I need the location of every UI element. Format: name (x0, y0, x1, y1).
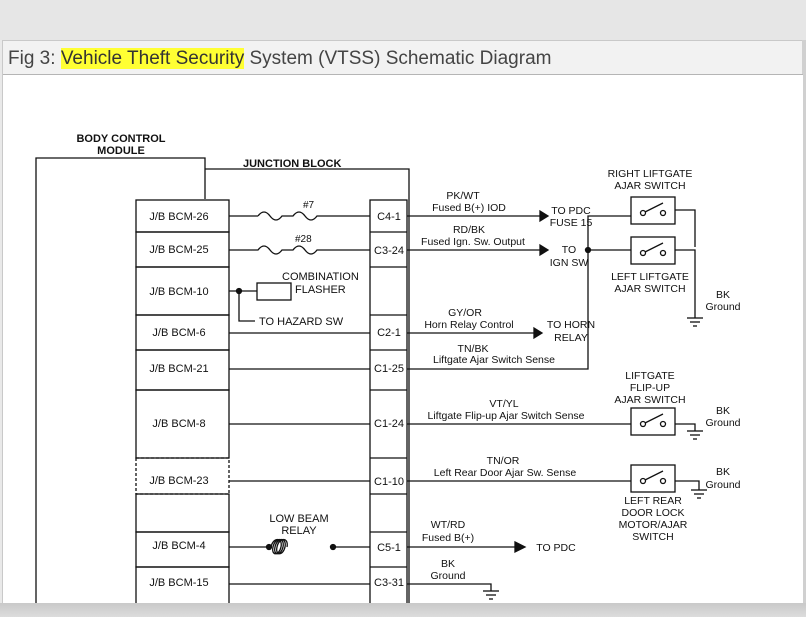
external-wires: PK/WT Fused B(+) IOD TO PDC FUSE 15 RD/B… (407, 190, 631, 600)
bcm-pin-21: J/B BCM-21 (149, 363, 208, 375)
left-liftgate-label-1: LEFT LIFTGATE (611, 271, 689, 283)
wire-tnbk-color: TN/BK (458, 343, 489, 355)
jb-pin-c1-10: C1-10 (374, 476, 404, 488)
wire-wtrd-desc: Fused B(+) (422, 532, 474, 544)
left-liftgate-label-2: AJAR SWITCH (614, 283, 685, 295)
door-switch-label-4: SWITCH (632, 531, 673, 543)
wire-rdbk-desc: Fused Ign. Sw. Output (421, 236, 525, 248)
wire-tnbk-desc: Liftgate Ajar Switch Sense (433, 354, 555, 366)
right-liftgate-label-2: AJAR SWITCH (614, 180, 685, 192)
door-switch-label-3: MOTOR/AJAR (619, 519, 688, 531)
fuse-28-label: #28 (295, 234, 312, 245)
scrollbar-right[interactable] (802, 40, 806, 603)
jb-pin-c1-24: C1-24 (374, 418, 404, 430)
fuse-7-label: #7 (303, 200, 315, 211)
to-pdc-fuse15-1: TO PDC (551, 205, 591, 217)
wire-gyor-color: GY/OR (448, 307, 482, 319)
door-switch-label-1: LEFT REAR (624, 495, 682, 507)
wire-vtyl-desc: Liftgate Flip-up Ajar Switch Sense (428, 410, 585, 422)
jb-pin-c5-1: C5-1 (377, 542, 401, 554)
jb-pin-c2-1: C2-1 (377, 327, 401, 339)
body-control-module: BODY CONTROL MODULE (35, 133, 206, 604)
wire-rdbk-color: RD/BK (453, 224, 485, 236)
wire-bk-desc: Ground (430, 570, 465, 582)
right-liftgate-label-1: RIGHT LIFTGATE (608, 168, 693, 180)
bcm-pin-4: J/B BCM-4 (152, 540, 205, 552)
bcm-pin-6: J/B BCM-6 (152, 327, 205, 339)
wire-pkwt-color: PK/WT (446, 190, 480, 202)
bcm-title-2: MODULE (97, 145, 145, 157)
ground-label-2: Ground (705, 417, 740, 429)
flip-up-label-1: LIFTGATE (625, 370, 674, 382)
jb-pin-c4-1: C4-1 (377, 211, 401, 223)
jb-pin-c3-24: C3-24 (374, 245, 404, 257)
figure-caption: Fig 3: Vehicle Theft Security System (VT… (8, 48, 551, 70)
bcm-title-1: BODY CONTROL (76, 133, 165, 145)
jb-pin-c1-25: C1-25 (374, 363, 404, 375)
scrollbar-bottom[interactable] (0, 603, 806, 617)
wire-tnor-color: TN/OR (487, 455, 520, 467)
relay-label-1: LOW BEAM (269, 513, 328, 525)
ground-bk-2: BK (716, 405, 730, 417)
wire-gyor-desc: Horn Relay Control (424, 319, 513, 331)
flip-up-label-2: FLIP-UP (630, 382, 670, 394)
wire-wtrd-color: WT/RD (431, 519, 466, 531)
switches: RIGHT LIFTGATE AJAR SWITCH LEFT LIFTGATE… (608, 168, 741, 543)
wire-vtyl-color: VT/YL (489, 398, 518, 410)
to-horn-relay-1: TO HORN (547, 319, 595, 331)
caption-prefix: Fig 3: (8, 48, 61, 69)
bcm-pin-15: J/B BCM-15 (149, 577, 208, 589)
bcm-pin-8: J/B BCM-8 (152, 418, 205, 430)
to-horn-relay-2: RELAY (554, 332, 588, 344)
wire-pkwt-desc: Fused B(+) IOD (432, 202, 506, 214)
ground-bk-3: BK (716, 466, 730, 478)
to-pdc-fuse15-2: FUSE 15 (550, 217, 593, 229)
to-ign-sw-2: IGN SW (550, 257, 589, 269)
jb-pin-c3-31: C3-31 (374, 577, 404, 589)
bcm-pin-10: J/B BCM-10 (149, 286, 208, 298)
wire-bk-color: BK (441, 558, 455, 570)
to-pdc: TO PDC (536, 542, 576, 554)
door-switch-label-2: DOOR LOCK (621, 507, 684, 519)
to-hazard-sw-label: TO HAZARD SW (259, 316, 344, 328)
bcm-pin-26: J/B BCM-26 (149, 211, 208, 223)
ground-label-1: Ground (705, 301, 740, 313)
flasher-label-2: FLASHER (295, 284, 346, 296)
flasher-label-1: COMBINATION (282, 271, 359, 283)
internal-wires: #7 #28 COMBINATION FLASHER TO HAZARD SW (229, 200, 370, 585)
top-bar (0, 0, 806, 40)
relay-label-2: RELAY (281, 525, 317, 537)
jb-connector-column: C4-1 C3-24 C2-1 C1-25 C1-24 C1-10 C5-1 C… (369, 199, 408, 605)
to-ign-sw-1: TO (562, 244, 576, 256)
bcm-pin-23: J/B BCM-23 (149, 475, 208, 487)
flip-up-label-3: AJAR SWITCH (614, 394, 685, 406)
caption-suffix: System (VTSS) Schematic Diagram (244, 48, 552, 69)
ground-label-3: Ground (705, 479, 740, 491)
junction-block-label: JUNCTION BLOCK (243, 158, 341, 170)
schematic-diagram: BODY CONTROL MODULE JUNCTION BLOCK (35, 133, 741, 605)
bcm-pin-column: J/B BCM-26 J/B BCM-25 J/B BCM-10 J/B BCM… (135, 199, 230, 605)
wire-tnor-desc: Left Rear Door Ajar Sw. Sense (434, 467, 577, 479)
schematic-image: BODY CONTROL MODULE JUNCTION BLOCK (3, 74, 803, 605)
bcm-pin-25: J/B BCM-25 (149, 244, 208, 256)
search-highlight: Vehicle Theft Security (60, 48, 245, 69)
junction-block: JUNCTION BLOCK (205, 158, 410, 604)
ground-bk-1: BK (716, 289, 730, 301)
